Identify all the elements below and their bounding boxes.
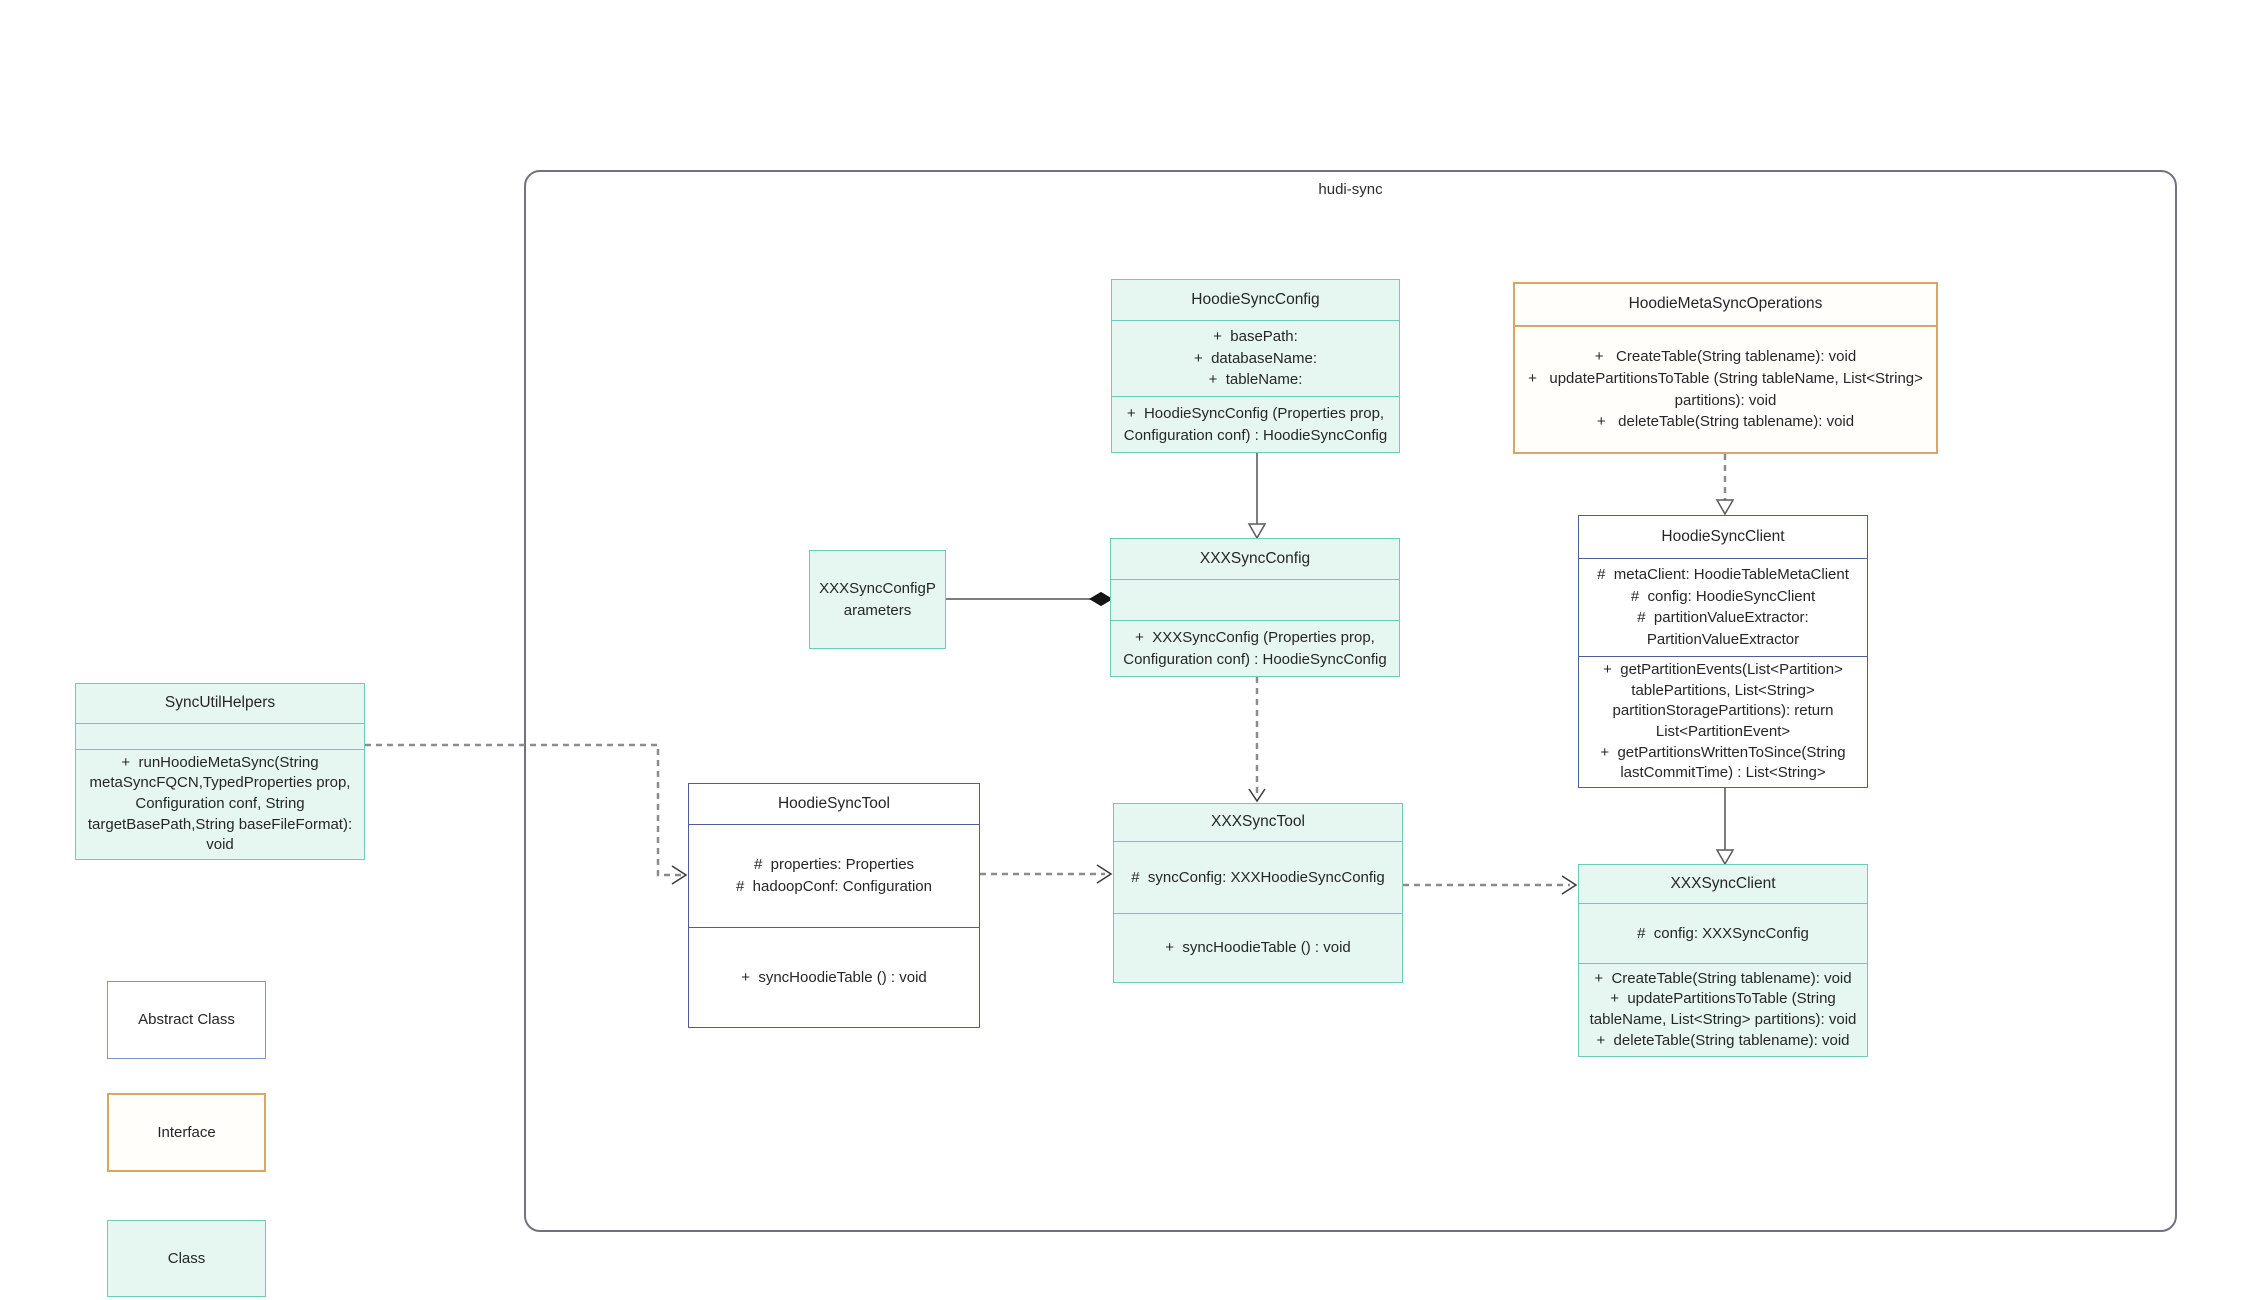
methods-compartment: + HoodieSyncConfig (Properties prop, Con… bbox=[1112, 396, 1399, 452]
attributes-compartment: # config: XXXSyncConfig bbox=[1579, 903, 1867, 963]
attribute-line: + databaseName: bbox=[1194, 349, 1317, 367]
attribute-line: # config: XXXSyncConfig bbox=[1637, 924, 1809, 942]
abstract-class-hoodie-sync-client: HoodieSyncClient # metaClient: HoodieTab… bbox=[1578, 515, 1868, 788]
class-xxx-sync-tool: XXXSyncTool # syncConfig: XXXHoodieSyncC… bbox=[1113, 803, 1403, 983]
class-title: SyncUtilHelpers bbox=[164, 694, 276, 712]
legend-label: Class bbox=[167, 1249, 206, 1267]
method-line: + HoodieSyncConfig (Properties prop, Con… bbox=[1123, 404, 1389, 444]
method-line: + updatePartitionsToTable (String tableN… bbox=[1528, 369, 1928, 409]
interface-hoodie-meta-sync-operations: HoodieMetaSyncOperations + CreateTable(S… bbox=[1513, 282, 1938, 454]
attributes-compartment: + basePath: + databaseName: + tableName: bbox=[1112, 320, 1399, 396]
legend-label: Abstract Class bbox=[138, 1011, 235, 1029]
methods-compartment: + syncHoodieTable () : void bbox=[1114, 913, 1402, 982]
method-line: + getPartitionsWrittenToSince(String las… bbox=[1600, 743, 1850, 782]
package-label: hudi-sync bbox=[1318, 181, 1383, 198]
method-line: + XXXSyncConfig (Properties prop, Config… bbox=[1123, 628, 1387, 668]
class-title: XXXSyncTool bbox=[1211, 813, 1305, 831]
class-title: XXXSyncClient bbox=[1670, 874, 1776, 892]
class-title: HoodieSyncClient bbox=[1661, 527, 1785, 545]
attribute-line: # hadoopConf: Configuration bbox=[736, 878, 932, 895]
method-line: + updatePartitionsToTable (String tableN… bbox=[1589, 990, 1857, 1028]
attributes-compartment-empty bbox=[76, 723, 364, 749]
attribute-line: # properties: Properties bbox=[753, 856, 915, 874]
class-hoodie-sync-config: HoodieSyncConfig + basePath: + databaseN… bbox=[1111, 279, 1400, 453]
class-title: XXXSyncConfigParameters bbox=[819, 579, 936, 619]
attributes-compartment: # metaClient: HoodieTableMetaClient # co… bbox=[1579, 558, 1867, 656]
methods-compartment: + CreateTable(String tablename): void + … bbox=[1515, 325, 1936, 452]
class-sync-util-helpers: SyncUtilHelpers + runHoodieMetaSync(Stri… bbox=[75, 683, 365, 860]
abstract-class-hoodie-sync-tool: HoodieSyncTool # properties: Properties … bbox=[688, 783, 980, 1028]
method-line: + syncHoodieTable () : void bbox=[741, 968, 927, 986]
methods-compartment: + getPartitionEvents(List<Partition> tab… bbox=[1579, 655, 1867, 787]
class-title: XXXSyncConfig bbox=[1199, 549, 1311, 567]
class-xxx-sync-config: XXXSyncConfig + XXXSyncConfig (Propertie… bbox=[1110, 538, 1400, 677]
attribute-line: # partitionValueExtractor: PartitionValu… bbox=[1637, 609, 1813, 649]
attribute-line: + tableName: bbox=[1208, 371, 1303, 389]
class-title: HoodieSyncTool bbox=[777, 794, 890, 812]
package-frame-hudi-sync bbox=[524, 170, 2177, 1232]
attribute-line: + basePath: bbox=[1213, 327, 1298, 345]
method-line: + syncHoodieTable () : void bbox=[1165, 939, 1351, 957]
legend-class: Class bbox=[107, 1220, 266, 1297]
methods-compartment: + syncHoodieTable () : void bbox=[689, 927, 979, 1027]
attribute-line: # config: HoodieSyncClient bbox=[1630, 587, 1816, 605]
class-xxx-sync-client: XXXSyncClient # config: XXXSyncConfig + … bbox=[1578, 864, 1868, 1057]
class-title: HoodieMetaSyncOperations bbox=[1628, 295, 1823, 313]
legend-label: Interface bbox=[157, 1123, 216, 1141]
methods-compartment: + runHoodieMetaSync(String metaSyncFQCN,… bbox=[76, 748, 364, 859]
method-line: + deleteTable(String tablename): void bbox=[1596, 413, 1855, 431]
methods-compartment: + XXXSyncConfig (Properties prop, Config… bbox=[1111, 620, 1399, 676]
methods-compartment: + CreateTable(String tablename): void + … bbox=[1579, 963, 1867, 1056]
attribute-line: # metaClient: HoodieTableMetaClient bbox=[1597, 565, 1849, 583]
method-line: + runHoodieMetaSync(String metaSyncFQCN,… bbox=[87, 753, 357, 854]
method-line: + deleteTable(String tablename): void bbox=[1596, 1031, 1850, 1049]
attributes-compartment-empty bbox=[1111, 579, 1399, 620]
class-title: HoodieSyncConfig bbox=[1191, 290, 1320, 308]
class-xxx-sync-config-parameters: XXXSyncConfigParameters bbox=[809, 550, 946, 649]
legend-abstract-class: Abstract Class bbox=[107, 981, 266, 1059]
method-line: + getPartitionEvents(List<Partition> tab… bbox=[1603, 660, 1848, 740]
method-line: + CreateTable(String tablename): void bbox=[1594, 969, 1852, 987]
legend-interface: Interface bbox=[107, 1093, 266, 1172]
attributes-compartment: # properties: Properties # hadoopConf: C… bbox=[689, 824, 979, 927]
attribute-line: # syncConfig: XXXHoodieSyncConfig bbox=[1131, 868, 1385, 886]
method-line: + CreateTable(String tablename): void bbox=[1594, 348, 1857, 365]
attributes-compartment: # syncConfig: XXXHoodieSyncConfig bbox=[1114, 841, 1402, 913]
